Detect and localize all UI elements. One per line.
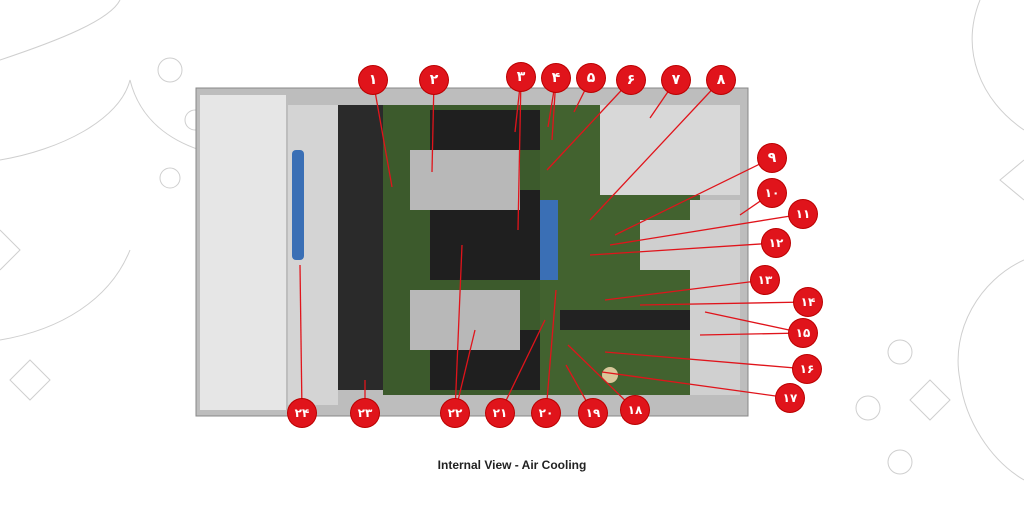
fan-array xyxy=(338,105,383,390)
callout-11: ۱۱ xyxy=(789,200,817,228)
leader-lines xyxy=(299,76,809,414)
callout-16: ۱۶ xyxy=(793,355,821,383)
callout-1: ۱ xyxy=(359,66,387,94)
riser-cage xyxy=(690,200,740,395)
psu xyxy=(600,105,740,195)
callout-10: ۱۰ xyxy=(758,179,786,207)
blue-handle xyxy=(292,150,304,260)
callout-3: ۳ xyxy=(507,63,535,91)
callout-23: ۲۳ xyxy=(351,399,379,427)
callout-6: ۶ xyxy=(617,66,645,94)
battery xyxy=(602,367,618,383)
callout-22: ۲۲ xyxy=(441,399,469,427)
callout-8: ۸ xyxy=(707,66,735,94)
callout-17: ۱۷ xyxy=(776,384,804,412)
dimm-bank xyxy=(430,110,540,150)
callout-9: ۹ xyxy=(758,144,786,172)
callout-4: ۴ xyxy=(542,64,570,92)
figure-caption: Internal View - Air Cooling xyxy=(437,458,587,472)
callout-18: ۱۸ xyxy=(621,396,649,424)
drive-bay xyxy=(200,95,286,410)
callout-15: ۱۵ xyxy=(789,319,817,347)
callout-5: ۵ xyxy=(577,64,605,92)
heatsink-2 xyxy=(410,290,520,350)
callout-19: ۱۹ xyxy=(579,399,607,427)
callout-20: ۲۰ xyxy=(532,399,560,427)
callout-2: ۲ xyxy=(420,66,448,94)
callout-24: ۲۴ xyxy=(288,399,316,427)
callout-7: ۷ xyxy=(662,66,690,94)
callout-13: ۱۳ xyxy=(751,266,779,294)
background-decoration xyxy=(0,0,1024,481)
callout-12: ۱۲ xyxy=(762,229,790,257)
heatsink-1 xyxy=(410,150,520,210)
callout-21: ۲۱ xyxy=(486,399,514,427)
riser-card xyxy=(560,310,690,330)
callout-14: ۱۴ xyxy=(794,288,822,316)
server-chassis xyxy=(195,87,749,417)
